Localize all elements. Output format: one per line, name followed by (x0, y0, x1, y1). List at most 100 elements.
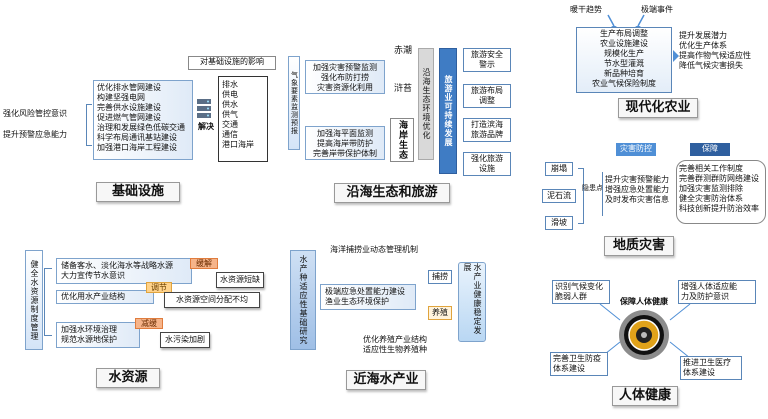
water-row1-line: 大力宣传节水意识 (61, 271, 125, 280)
infra-title: 基础设施 (96, 182, 180, 202)
infra-item: 促进燃气管网建设 (97, 113, 161, 122)
coastal-right-line: 打造滨海旅游品牌 (471, 120, 503, 139)
coastal-goal-vertical-text: 旅游业可持续发展 (444, 75, 453, 147)
health-tl-box: 识别气候变化 脆弱人群 (552, 280, 610, 304)
water-bracket (44, 268, 52, 336)
marine-left-vertical: 水产种适应性基础研究 (290, 250, 316, 350)
agri-title: 现代化农业 (618, 98, 698, 118)
coastal-center-vertical-text: 沿海生态环境优化 (422, 68, 431, 140)
geo-right-item: 加强灾害监测排除 (679, 184, 743, 193)
infra-left-warning: 提升预警应急能力 (3, 130, 67, 139)
agri-arrows-icon (607, 14, 645, 28)
water-res2-text: 水资源空间分配不均 (176, 295, 248, 304)
geo-right-item: 完善群测群防网络建设 (679, 174, 759, 183)
health-center-label: 保障人体健康 (620, 297, 668, 306)
geo-title: 地质灾害 (604, 236, 674, 256)
agri-items-box: 生产布局调整 农业设施建设 规模化生产 节水型灌溉 新品种培育 农业气候保险制度 (576, 27, 672, 93)
infra-item: 治理和发展绿色低碳交通 (97, 123, 185, 132)
agri-arrow-icon (673, 50, 679, 62)
health-bl-line: 体系建设 (553, 364, 585, 373)
geo-hazard-text: 泥石流 (547, 191, 571, 200)
water-row1-line: 储备客水、淡化海水等战略水源 (61, 261, 173, 270)
coastal-left-vertical-text: 气象要素监测预报 (290, 71, 299, 135)
water-tag3: 减缓 (135, 318, 163, 329)
water-tag2: 调节 (146, 282, 172, 293)
infra-server-icon (197, 99, 211, 118)
coastal-red-tide: 赤潮 (393, 46, 412, 56)
geo-middle-box: 提升灾害预警能力 增强应急处置能力 及时发布灾害信息 (602, 172, 676, 216)
health-tl-line: 识别气候变化 (555, 282, 603, 291)
geo-right-item: 完善相关工作制度 (679, 164, 743, 173)
infra-bracket (86, 104, 92, 146)
health-connector-lines (599, 303, 691, 359)
health-tl-line: 脆弱人群 (555, 292, 587, 301)
infra-sector: 供水 (222, 100, 238, 109)
health-tr-line: 增强人体适应能 (681, 282, 737, 291)
agri-extreme: 极端事件 (641, 5, 673, 14)
infra-item: 优化排水管网建设 (97, 83, 161, 92)
agri-warm-dry: 暖干趋势 (570, 5, 602, 14)
coastal-center-vertical: 沿海生态环境优化 (418, 48, 434, 160)
geo-right-item: 健全灾害防治体系 (679, 194, 743, 203)
coastal-right-box-4: 强化旅游设施 (463, 152, 511, 176)
agri-right-item: 降低气候灾害损失 (679, 61, 743, 70)
geo-hazard-text: 崩塌 (551, 164, 567, 173)
water-left-vertical-text: 健全水资源制度管理 (30, 259, 39, 341)
water-res3-box: 水污染加剧 (160, 332, 210, 348)
infra-measure-label: 解决 (198, 122, 214, 131)
marine-title: 近海水产业 (346, 370, 426, 390)
water-res3-text: 水污染加剧 (165, 335, 205, 344)
infra-sector: 供电 (222, 90, 238, 99)
geo-header-guarantee: 保障 (690, 143, 730, 156)
infra-sector: 交通 (222, 120, 238, 129)
agri-item: 生产布局调整 (600, 29, 648, 38)
infra-item: 加强港口海岸工程建设 (97, 143, 177, 152)
agri-right-item: 提升发展潜力 (679, 31, 727, 40)
health-tr-line: 力及防护意识 (681, 292, 729, 301)
infra-sector: 排水 (222, 80, 238, 89)
water-res1-text: 水资源短缺 (220, 275, 260, 284)
water-tag2-text: 调节 (151, 283, 167, 292)
agri-right-list: 提升发展潜力 优化生产体系 提高作物气候适应性 降低气候灾害损失 (679, 31, 767, 71)
geo-hazard-debris: 泥石流 (542, 189, 576, 203)
geo-hinge: 隐患点 (582, 184, 603, 192)
water-tag1: 缓解 (190, 258, 218, 269)
water-row2-box: 优化用水产业结构 (56, 290, 154, 304)
coastal-box2-line: 完善岸带保护体制 (313, 149, 377, 158)
geo-right-item: 科技创新提升防治效率 (679, 204, 759, 213)
marine-left-vertical-text: 水产种适应性基础研究 (299, 255, 308, 345)
infra-sector: 供气 (222, 110, 238, 119)
infra-measures-box: 优化排水管网建设 构建坚强电网 完善供水设施建设 促进燃气管网建设 治理和发展绿… (93, 80, 193, 160)
water-tag1-text: 缓解 (196, 259, 212, 268)
coastal-right-line: 旅游安全警示 (471, 50, 503, 69)
marine-center-box: 极端应急处置能力建设 渔业生态环境保护 (320, 284, 416, 310)
coastal-box1-line: 灾害资源化利用 (317, 83, 373, 92)
health-tr-box: 增强人体适应能 力及防护意识 (678, 280, 756, 304)
coastal-right-box-1: 旅游安全警示 (463, 48, 511, 72)
health-title: 人体健康 (612, 386, 678, 406)
water-row3-box: 加强水环境治理 规范水源地保护 (56, 322, 140, 348)
geo-right-box: 完善相关工作制度 完善群测群防网络建设 加强灾害监测排除 健全灾害防治体系 科技… (676, 160, 766, 224)
coastal-left-vertical: 气象要素监测预报 (288, 56, 300, 150)
health-br-line: 体系建设 (683, 368, 715, 377)
coastal-box-2: 加强海平面监测 提高海岸带防护 完善岸带保护体制 (305, 126, 385, 160)
water-row3-line: 规范水源地保护 (61, 335, 117, 344)
marine-goal-vertical: 水产业健康稳定发展 (458, 262, 486, 342)
coastal-right-box-3: 打造滨海旅游品牌 (463, 118, 511, 142)
health-br-box: 推进卫生医疗 体系建设 (680, 356, 742, 380)
water-tag3-text: 减缓 (141, 319, 157, 328)
health-bl-line: 完善卫生防疫 (553, 354, 601, 363)
coastal-shore-box: 海岸生态 (390, 118, 414, 162)
coastal-box-1: 加强灾害预警监测 强化布防打捞 灾害资源化利用 (305, 60, 385, 94)
agri-item: 农业设施建设 (600, 39, 648, 48)
infra-sectors-box: 排水 供电 供水 供气 交通 通信 港口海岸 (218, 76, 268, 162)
geo-hazard-landslide: 滑坡 (545, 216, 573, 230)
health-gear-icon (619, 310, 669, 360)
water-row1-box: 储备客水、淡化海水等战略水源 大力宣传节水意识 (56, 258, 192, 284)
geo-middle-item: 增强应急处置能力 (605, 185, 669, 194)
infra-sector: 港口海岸 (222, 140, 254, 149)
health-bl-box: 完善卫生防疫 体系建设 (550, 352, 608, 376)
geo-hazard-collapse: 崩塌 (545, 162, 573, 176)
marine-top-text: 海洋捕捞业动态管理机制 (330, 245, 418, 254)
